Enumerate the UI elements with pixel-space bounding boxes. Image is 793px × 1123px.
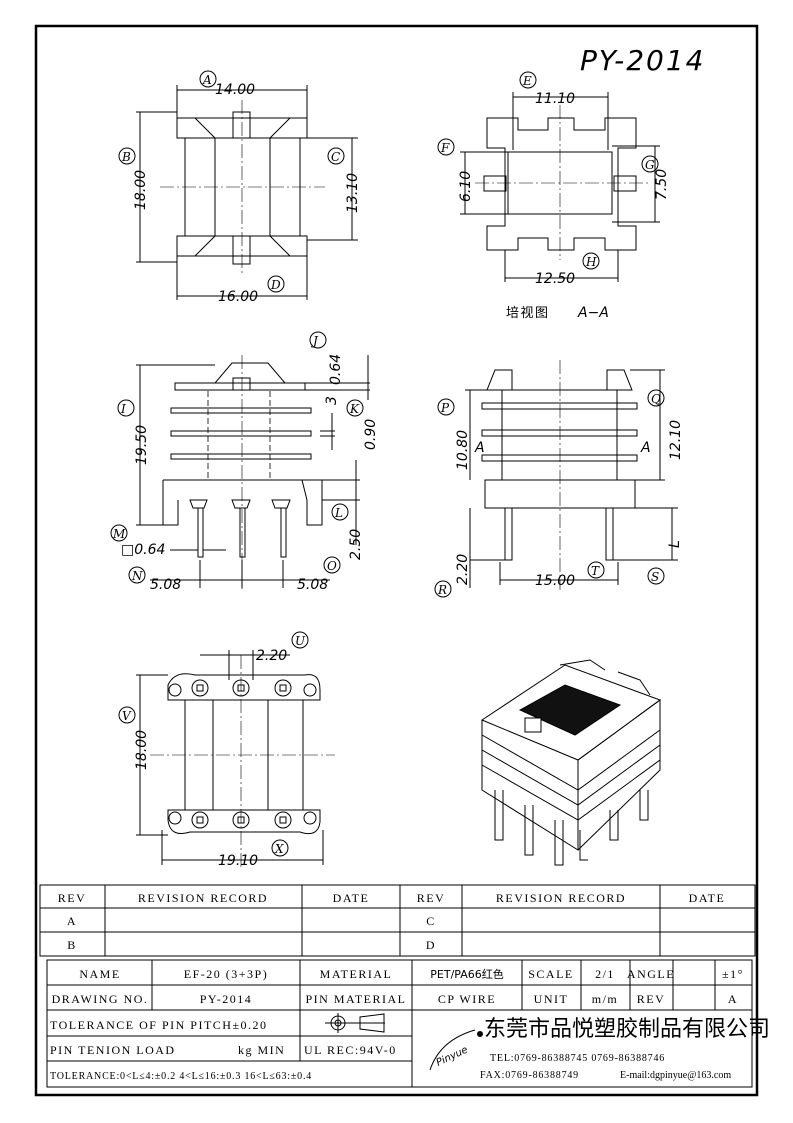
label-views-side_left-pitch_small: 3	[324, 396, 340, 405]
label-revision_table-rows-0-0: A	[67, 914, 77, 928]
section-caption: 培视图	[506, 305, 550, 321]
bottom-view: 2.20 18.00 19.10 U V X	[118, 631, 335, 870]
label-revision_table-rows-0-3: C	[426, 914, 436, 928]
label-title_block-rev: A	[728, 992, 738, 1006]
label-title_block-pin_material_label: PIN MATERIAL	[306, 992, 407, 1006]
label-views-top-D: 16.00	[218, 289, 258, 305]
label-views-top-B: 18.00	[133, 170, 149, 210]
label-views-side_right-A_mark: A	[640, 440, 651, 456]
label-revision_table-rows-1-0: B	[67, 938, 77, 952]
title-block: NAME EF-20 (3+3P) MATERIAL PET/PA66红色 SC…	[46, 959, 770, 1088]
label-title_block-scale_label: SCALE	[528, 967, 574, 981]
side-view-left: 19.50 0.64 3 0.90 2.50 □0.64 5.08 5.08 J…	[110, 331, 379, 593]
section-label: A−A	[577, 305, 609, 321]
label-title_block-ul: UL REC:94V-0	[304, 1043, 397, 1057]
isometric-view	[480, 659, 662, 866]
label-revision_table-headers-3: REV	[417, 891, 446, 905]
label-revision_table-headers-5: DATE	[689, 891, 726, 905]
label-views-bottom-V: 18.00	[134, 730, 150, 770]
label-revision_table-headers-4: REVISION RECORD	[496, 891, 626, 905]
label-letters-J: J	[310, 334, 319, 348]
top-view: 14.00 18.00 13.10 16.00 A B C D	[118, 70, 361, 305]
label-title_block-tolerance: TOLERANCE:0<L≤4:±0.2 4<L≤16:±0.3 16<L≤63…	[50, 1071, 312, 1082]
label-revision_table-headers-0: REV	[58, 891, 87, 905]
label-views-side_left-L: 2.50	[348, 529, 364, 560]
label-views-side_right-S: L	[667, 540, 683, 548]
company-fax: FAX:0769-86388749	[480, 1070, 579, 1081]
label-letters-T: T	[591, 564, 600, 578]
label-views-side_right-T: 15.00	[535, 573, 575, 589]
label-letters-Q: Q	[651, 392, 661, 406]
label-letters-I: I	[120, 402, 126, 416]
label-title_block-angle_label: ANGLE	[627, 967, 675, 981]
label-title_block-name: EF-20 (3+3P)	[184, 967, 268, 981]
label-title_block-unit_label: UNIT	[534, 992, 569, 1006]
label-letters-B: B	[121, 150, 131, 164]
label-letters-X: X	[274, 842, 284, 856]
label-title_block-drawing_no_label: DRAWING NO.	[52, 992, 149, 1006]
label-views-section-H: 12.50	[535, 271, 575, 287]
company-logo: Pinyue	[429, 1029, 483, 1071]
label-views-side_left-K: 0.90	[363, 419, 379, 450]
label-views-top-A: 14.00	[215, 82, 255, 98]
side-view-right: 10.80 A A 12.10 L 2.20 15.00 P Q R S T	[434, 360, 684, 598]
label-title_block-pin_load_label: PIN TENION LOAD	[50, 1043, 176, 1057]
label-revision_table-rows-1-3: D	[426, 938, 436, 952]
projection-symbol-icon	[325, 1013, 385, 1033]
label-title_block-material: PET/PA66红色	[430, 967, 503, 981]
company-email: E-mail:dgpinyue@163.com	[620, 1070, 731, 1081]
label-views-side_right-Q: 12.10	[668, 420, 684, 460]
drawing-frame	[34, 24, 759, 1097]
label-title_block-name_label: NAME	[79, 967, 120, 981]
label-letters-F: F	[440, 141, 450, 155]
label-letters-S: S	[651, 570, 659, 584]
label-revision_table-headers-1: REVISION RECORD	[138, 891, 268, 905]
label-views-side_left-N: 5.08	[150, 577, 181, 593]
drawing-title: PY-2014	[580, 44, 706, 77]
label-views-side_right-R: 2.20	[455, 554, 471, 585]
label-title_block-unit: m/m	[592, 992, 619, 1006]
label-title_block-logo: Pinyue	[435, 1045, 470, 1069]
section-view: 11.10 6.10 7.50 12.50 E F G H 培视图 A−A	[437, 71, 670, 321]
label-views-side_right-A_mark: A	[474, 440, 485, 456]
label-letters-K: K	[349, 402, 360, 416]
label-revision_table-headers-2: DATE	[333, 891, 370, 905]
label-title_block-scale: 2/1	[595, 967, 615, 981]
label-views-bottom-X: 19.10	[218, 853, 258, 869]
label-letters-V: V	[122, 709, 132, 723]
label-title_block-pin_pitch_tol: TOLERANCE OF PIN PITCH±0.20	[50, 1018, 268, 1032]
label-views-side_left-M: □0.64	[121, 542, 165, 558]
label-letters-D: D	[270, 278, 281, 292]
label-views-side_left-O: 5.08	[297, 577, 328, 593]
label-views-side_left-I: 19.50	[134, 425, 150, 465]
label-letters-R: R	[437, 583, 447, 597]
label-views-section-E: 11.10	[535, 91, 575, 107]
label-letters-A: A	[202, 73, 212, 87]
company-tel: TEL:0769-86388745 0769-86388746	[490, 1053, 665, 1064]
label-letters-L: L	[334, 506, 343, 520]
label-letters-H: H	[585, 255, 597, 269]
label-title_block-drawing_no: PY-2014	[200, 992, 253, 1006]
label-letters-E: E	[522, 74, 532, 88]
label-letters-U: U	[295, 634, 306, 648]
label-letters-P: P	[440, 401, 450, 415]
revision-table: REV REVISION RECORD DATE REV REVISION RE…	[39, 884, 756, 957]
label-title_block-material_label: MATERIAL	[320, 967, 393, 981]
label-letters-N: N	[131, 569, 143, 583]
label-letters-M: M	[112, 527, 126, 541]
label-views-bottom-U: 2.20	[256, 648, 287, 664]
label-letters-C: C	[331, 150, 340, 164]
label-views-side_right-P: 10.80	[455, 430, 471, 470]
label-letters-G: G	[645, 158, 655, 172]
company-name: 东莞市品悦塑胶制品有限公司	[484, 1017, 770, 1042]
label-views-side_left-J: 0.64	[328, 354, 344, 385]
label-title_block-pin_load_unit: kg MIN	[238, 1043, 285, 1057]
label-views-section-F: 6.10	[458, 171, 474, 202]
label-title_block-pin_material: CP WIRE	[438, 992, 496, 1006]
label-views-top-C: 13.10	[345, 173, 361, 213]
label-letters-O: O	[327, 559, 337, 573]
label-title_block-rev_label: REV	[637, 992, 666, 1006]
label-views-section-G: 7.50	[654, 169, 670, 200]
label-title_block-angle: ±1°	[722, 967, 744, 981]
